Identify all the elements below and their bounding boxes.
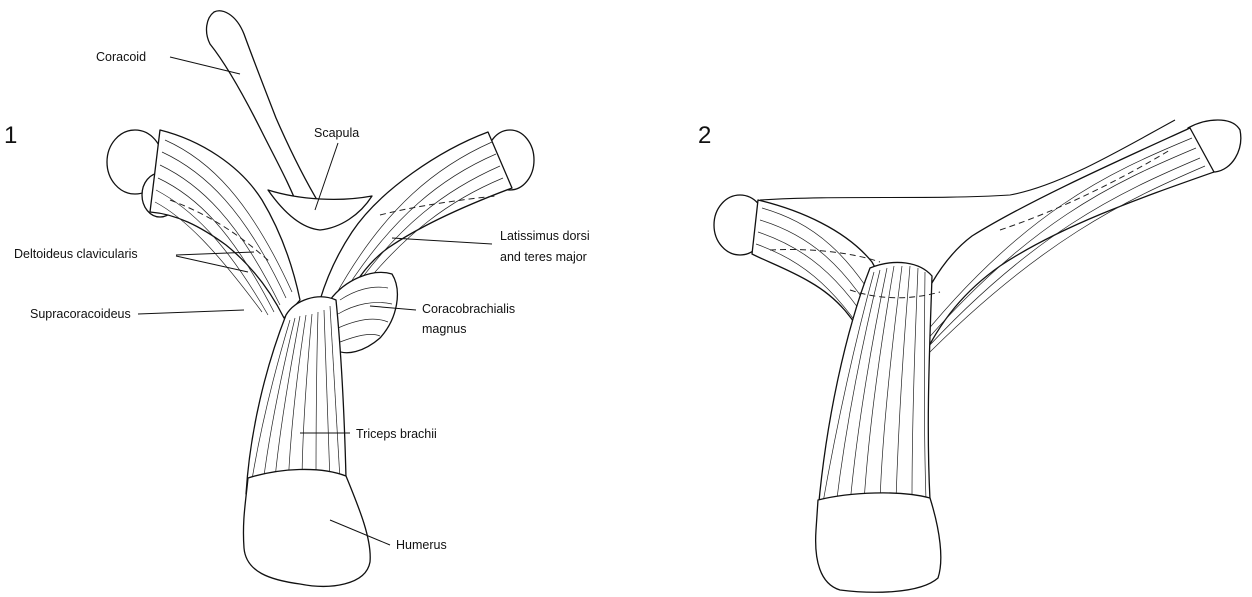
latissimus-muscle-2: [904, 128, 1214, 364]
label-humerus: Humerus: [396, 538, 447, 552]
panel-2-number: 2: [698, 122, 711, 149]
label-coracobrachialis-line1: Coracobrachialis: [422, 302, 515, 316]
label-latissimus-line2: and teres major: [500, 250, 587, 264]
humerus-bone: [243, 469, 370, 586]
humerus-bone-2: [816, 493, 941, 592]
label-triceps: Triceps brachii: [356, 427, 437, 441]
label-coracobrachialis-line2: magnus: [422, 322, 466, 336]
panel-1: 1: [4, 11, 590, 586]
label-latissimus-line1: Latissimus dorsi: [500, 229, 590, 243]
leader-deltoideus-b: [176, 256, 248, 272]
label-coracoid: Coracoid: [96, 50, 146, 64]
label-deltoideus: Deltoideus clavicularis: [14, 247, 138, 261]
panel-1-number: 1: [4, 122, 17, 149]
label-supracoracoideus: Supracoracoideus: [30, 307, 131, 321]
label-scapula: Scapula: [314, 126, 359, 140]
leader-latissimus: [392, 238, 492, 244]
leader-supracoracoideus: [138, 310, 244, 314]
panel-2: 2: [698, 120, 1241, 592]
